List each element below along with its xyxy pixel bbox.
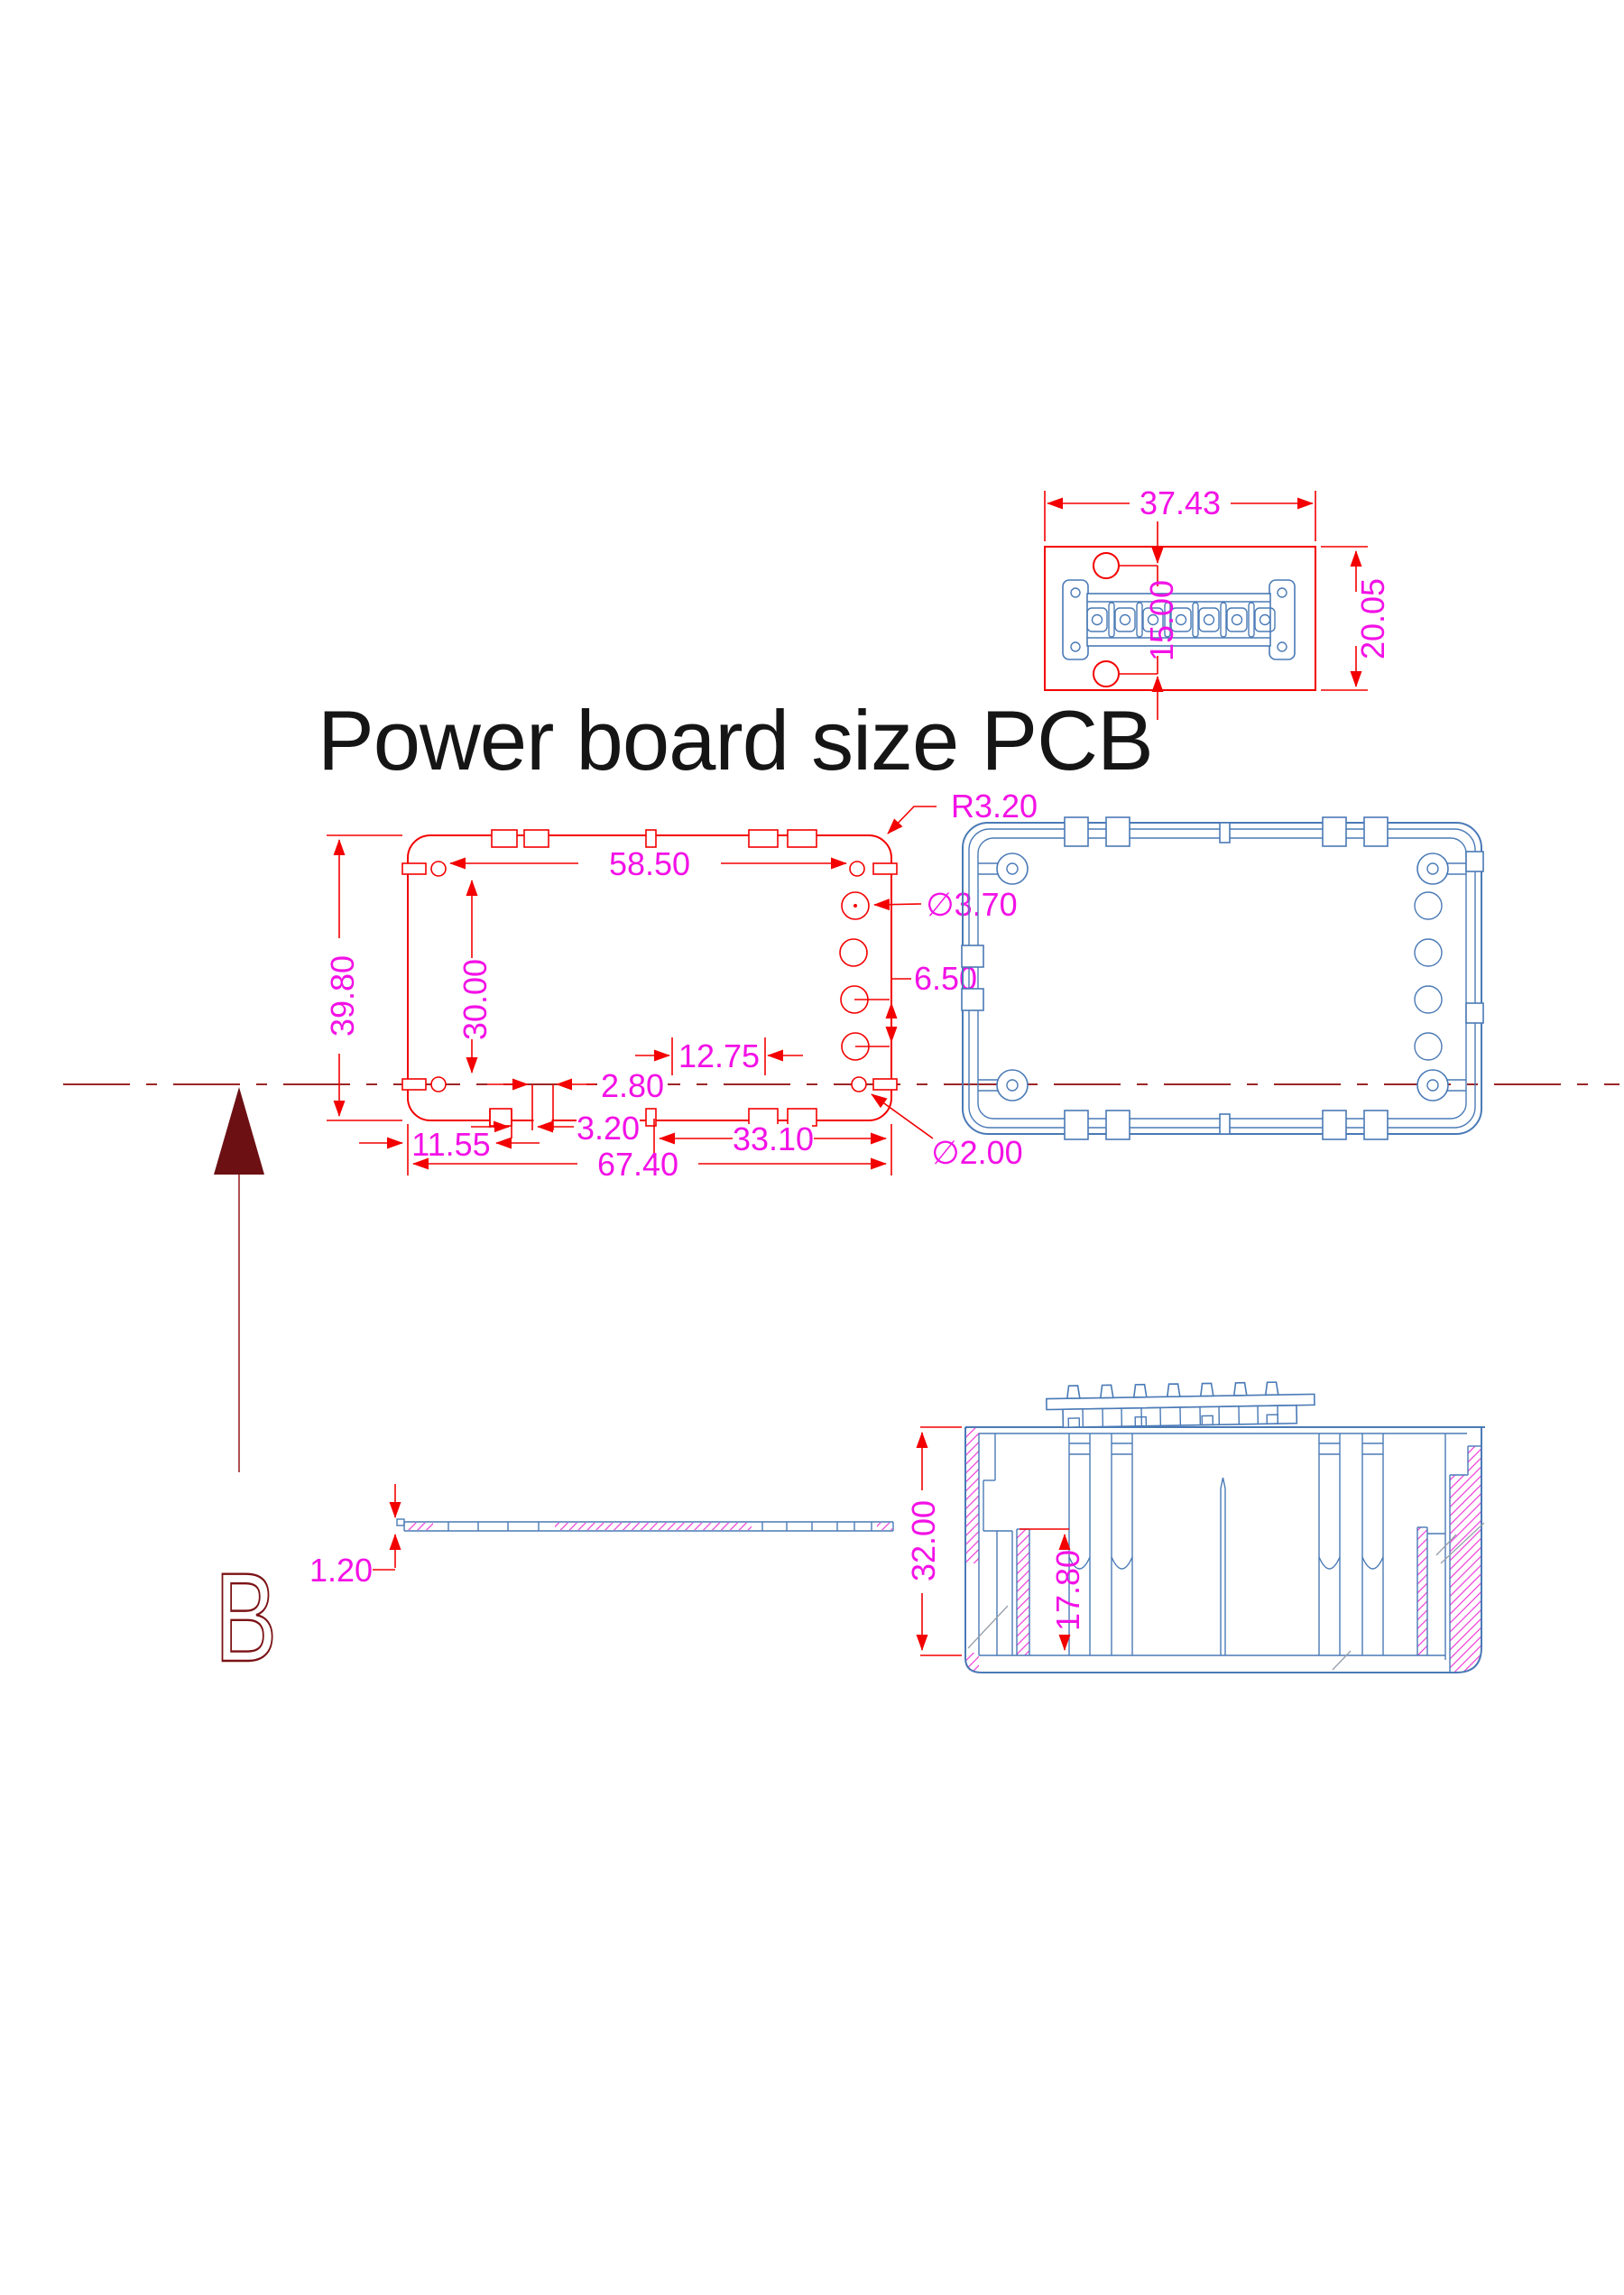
dimension-section-inner-height: 17.80 [1020,1528,1086,1651]
center-rib [1220,1477,1226,1655]
dimension-pcb-thickness: 1.20 [309,1484,401,1589]
dim-67-40: 67.40 [597,1146,678,1183]
pcb-edge-notches [401,829,898,1130]
section-arrow-icon [214,1087,264,1175]
dimension-big-hole-dia: ∅3.70 [873,886,1018,923]
dim-dia-2-00: ∅2.00 [931,1134,1022,1171]
dimension-left-offset: 11.55 [359,1110,540,1163]
connector-slots [1108,602,1255,638]
dimension-corner-radius: R3.20 [887,788,1038,834]
dim-32-00: 32.00 [905,1500,942,1581]
dim-3-20: 3.20 [577,1110,640,1147]
dim-37-43: 37.43 [1140,484,1221,521]
dimension-small-hole-dia: ∅2.00 [871,1093,1023,1171]
section-label: B [214,1547,278,1690]
dim-2-80: 2.80 [601,1067,664,1104]
connector-part-top [1062,579,1296,660]
dimension-section-height: 32.00 [905,1426,962,1656]
section-diagonals [967,1522,1485,1671]
enclosure-section-view: 32.00 17.80 [905,1381,1485,1673]
connector-terminals [1086,607,1276,632]
dim-20-05: 20.05 [1354,578,1391,659]
dim-1-20: 1.20 [309,1552,373,1589]
dim-39-80: 39.80 [324,955,361,1037]
connector-body-segments [1067,1406,1279,1428]
dim-15-00: 15.00 [1143,580,1180,661]
dimension-hole-pitch: 6.50 [854,960,977,1047]
enclosure-top-view [961,816,1484,1140]
dimension-notch-width: 3.20 [471,1110,640,1147]
dim-58-50: 58.50 [609,845,690,882]
screw-bosses [978,853,1466,1101]
page-title: Power board size PCB [318,693,1153,788]
dim-12-75: 12.75 [678,1037,760,1074]
dim-30-00: 30.00 [457,959,494,1040]
dimension-slot-offset: 12.75 [635,1037,803,1075]
dimension-slot-width: 2.80 [487,1067,668,1104]
dimension-detail-width: 37.43 [1044,484,1316,541]
pcb-section-ticks [448,1522,872,1531]
section-arrow [214,1087,264,1472]
connector-detail-view: 37.43 20.05 15.00 [1044,484,1391,720]
pcb-side-section: 1.20 [309,1484,894,1589]
dimension-hole-span-x: 58.50 [449,845,847,882]
dimension-right-offset: 33.10 [653,1119,887,1158]
section-label-text: B [215,1548,277,1689]
connector-pins [1066,1381,1279,1399]
pcb-corner-holes [430,861,867,1092]
dim-dia-3-70: ∅3.70 [926,886,1017,923]
dimension-hole-span-y: 30.00 [457,880,494,1074]
dim-11-55: 11.55 [411,1126,490,1163]
dimension-board-width: 67.40 [407,1124,892,1183]
connector-side-view [1045,1381,1315,1429]
dimension-detail-height: 20.05 [1321,546,1391,691]
pcb-top-view: 58.50 39.80 30.00 12.75 [324,788,1038,1183]
pcb-big-holes [839,891,870,1061]
section-ribs [1068,1433,1384,1655]
dim-33-10: 33.10 [733,1120,814,1157]
enclosure-tabs [961,816,1484,1140]
dim-17-80: 17.80 [1049,1550,1086,1631]
enclosure-holes [1414,891,1443,1061]
dimension-detail-hole-spacing: 15.00 [1143,521,1180,720]
dimension-board-height: 39.80 [324,834,402,1121]
dim-r3-20: R3.20 [951,788,1038,825]
